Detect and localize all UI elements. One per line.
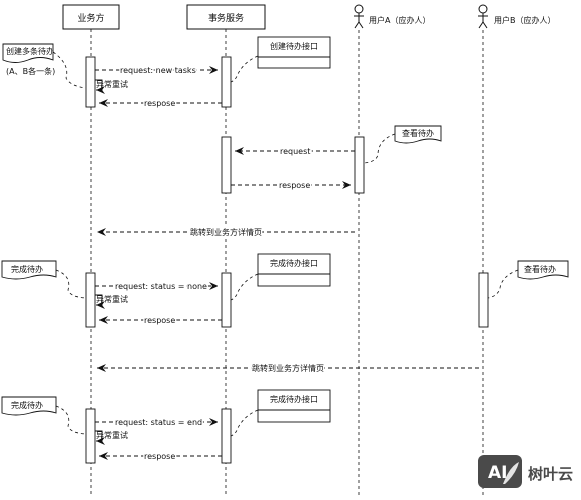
activation-service-1: [221, 56, 232, 108]
watermark-leaf-icon: [503, 462, 519, 484]
watermark: AI 树叶云: [478, 455, 573, 488]
activation-user-b-1: [478, 272, 489, 328]
box-complete-api-1: 完成待办接口: [257, 253, 331, 287]
note-create-tasks-sub: (A、B各一条): [6, 66, 55, 76]
activation-business-1: [85, 56, 96, 108]
actor-b-icon: [478, 4, 488, 29]
box-create-api-label: 创建待办接口: [270, 41, 318, 51]
box-complete-api-2-label: 完成待办接口: [270, 394, 318, 404]
activation-user-a-1: [354, 136, 365, 194]
participant-user-a-label: 用户A（应办人）: [369, 15, 430, 25]
self-retry-2-arrow: [95, 294, 105, 309]
activation-business-3: [85, 408, 96, 464]
msg-respose-1-label: respose: [144, 99, 175, 108]
participant-business-label: 业务方: [77, 12, 104, 24]
note-complete-2-connector: [55, 405, 87, 435]
note-complete-2-label: 完成待办: [11, 400, 43, 410]
note-complete-1: 完成待办: [1, 260, 57, 280]
msg-jump-2-label: 跳转到业务方详情页: [252, 363, 324, 373]
note-view-task-b-label: 查看待办: [524, 264, 556, 274]
activation-service-3: [221, 272, 232, 328]
watermark-badge-text: AI: [488, 463, 507, 483]
self-retry-1-label: 异常重试: [96, 79, 128, 89]
box-complete-api-2: 完成待办接口: [257, 389, 331, 423]
msg-respose-4-label: respose: [144, 452, 175, 461]
self-retry-3-arrow: [95, 430, 105, 445]
box-complete-api-1-connector: [230, 273, 259, 301]
note-create-tasks-connector: [52, 51, 87, 89]
box-complete-api-1-label: 完成待办接口: [270, 258, 318, 268]
participant-service-label: 事务服务: [208, 12, 244, 24]
participant-business: 业务方: [62, 4, 120, 30]
msg-request-status-end-label: request: status = end: [115, 418, 202, 427]
note-complete-2: 完成待办: [1, 396, 57, 416]
msg-respose-2-label: respose: [279, 181, 310, 190]
participant-service: 事务服务: [186, 4, 266, 30]
participant-user-b: 用户B（应办人）: [478, 4, 556, 29]
box-create-api: 创建待办接口: [257, 36, 331, 69]
box-complete-api-2-connector: [230, 409, 259, 437]
note-create-tasks-label: 创建多条待办: [6, 46, 54, 56]
watermark-text: 树叶云: [528, 465, 573, 483]
activation-service-2: [221, 136, 232, 194]
participant-user-b-label: 用户B（应办人）: [494, 15, 556, 25]
note-complete-1-connector: [55, 269, 87, 299]
note-view-task-a-connector: [363, 133, 396, 164]
note-create-tasks: 创建多条待办 (A、B各一条): [2, 43, 55, 76]
activation-business-2: [85, 272, 96, 328]
note-view-task-b-connector: [487, 269, 519, 299]
msg-respose-3-label: respose: [144, 316, 175, 325]
msg-jump-1-label: 跳转到业务方详情页: [190, 227, 262, 237]
note-view-task-b: 查看待办: [517, 260, 569, 280]
watermark-badge: [478, 455, 522, 488]
msg-request-label: request: [280, 147, 310, 156]
note-view-task-a: 查看待办: [394, 125, 442, 144]
msg-request-new-tasks-label: request: new tasks: [120, 66, 196, 75]
box-create-api-connector: [230, 55, 259, 83]
participant-user-a: 用户A（应办人）: [354, 4, 430, 29]
self-retry-3-label: 异常重试: [96, 430, 128, 440]
self-retry-2-label: 异常重试: [96, 294, 128, 304]
msg-request-status-none-label: request: status = none: [115, 282, 207, 291]
actor-a-icon: [354, 4, 364, 29]
note-view-task-a-label: 查看待办: [402, 128, 434, 138]
activation-service-4: [221, 408, 232, 464]
note-complete-1-label: 完成待办: [11, 264, 43, 274]
self-retry-1-arrow: [95, 79, 105, 94]
